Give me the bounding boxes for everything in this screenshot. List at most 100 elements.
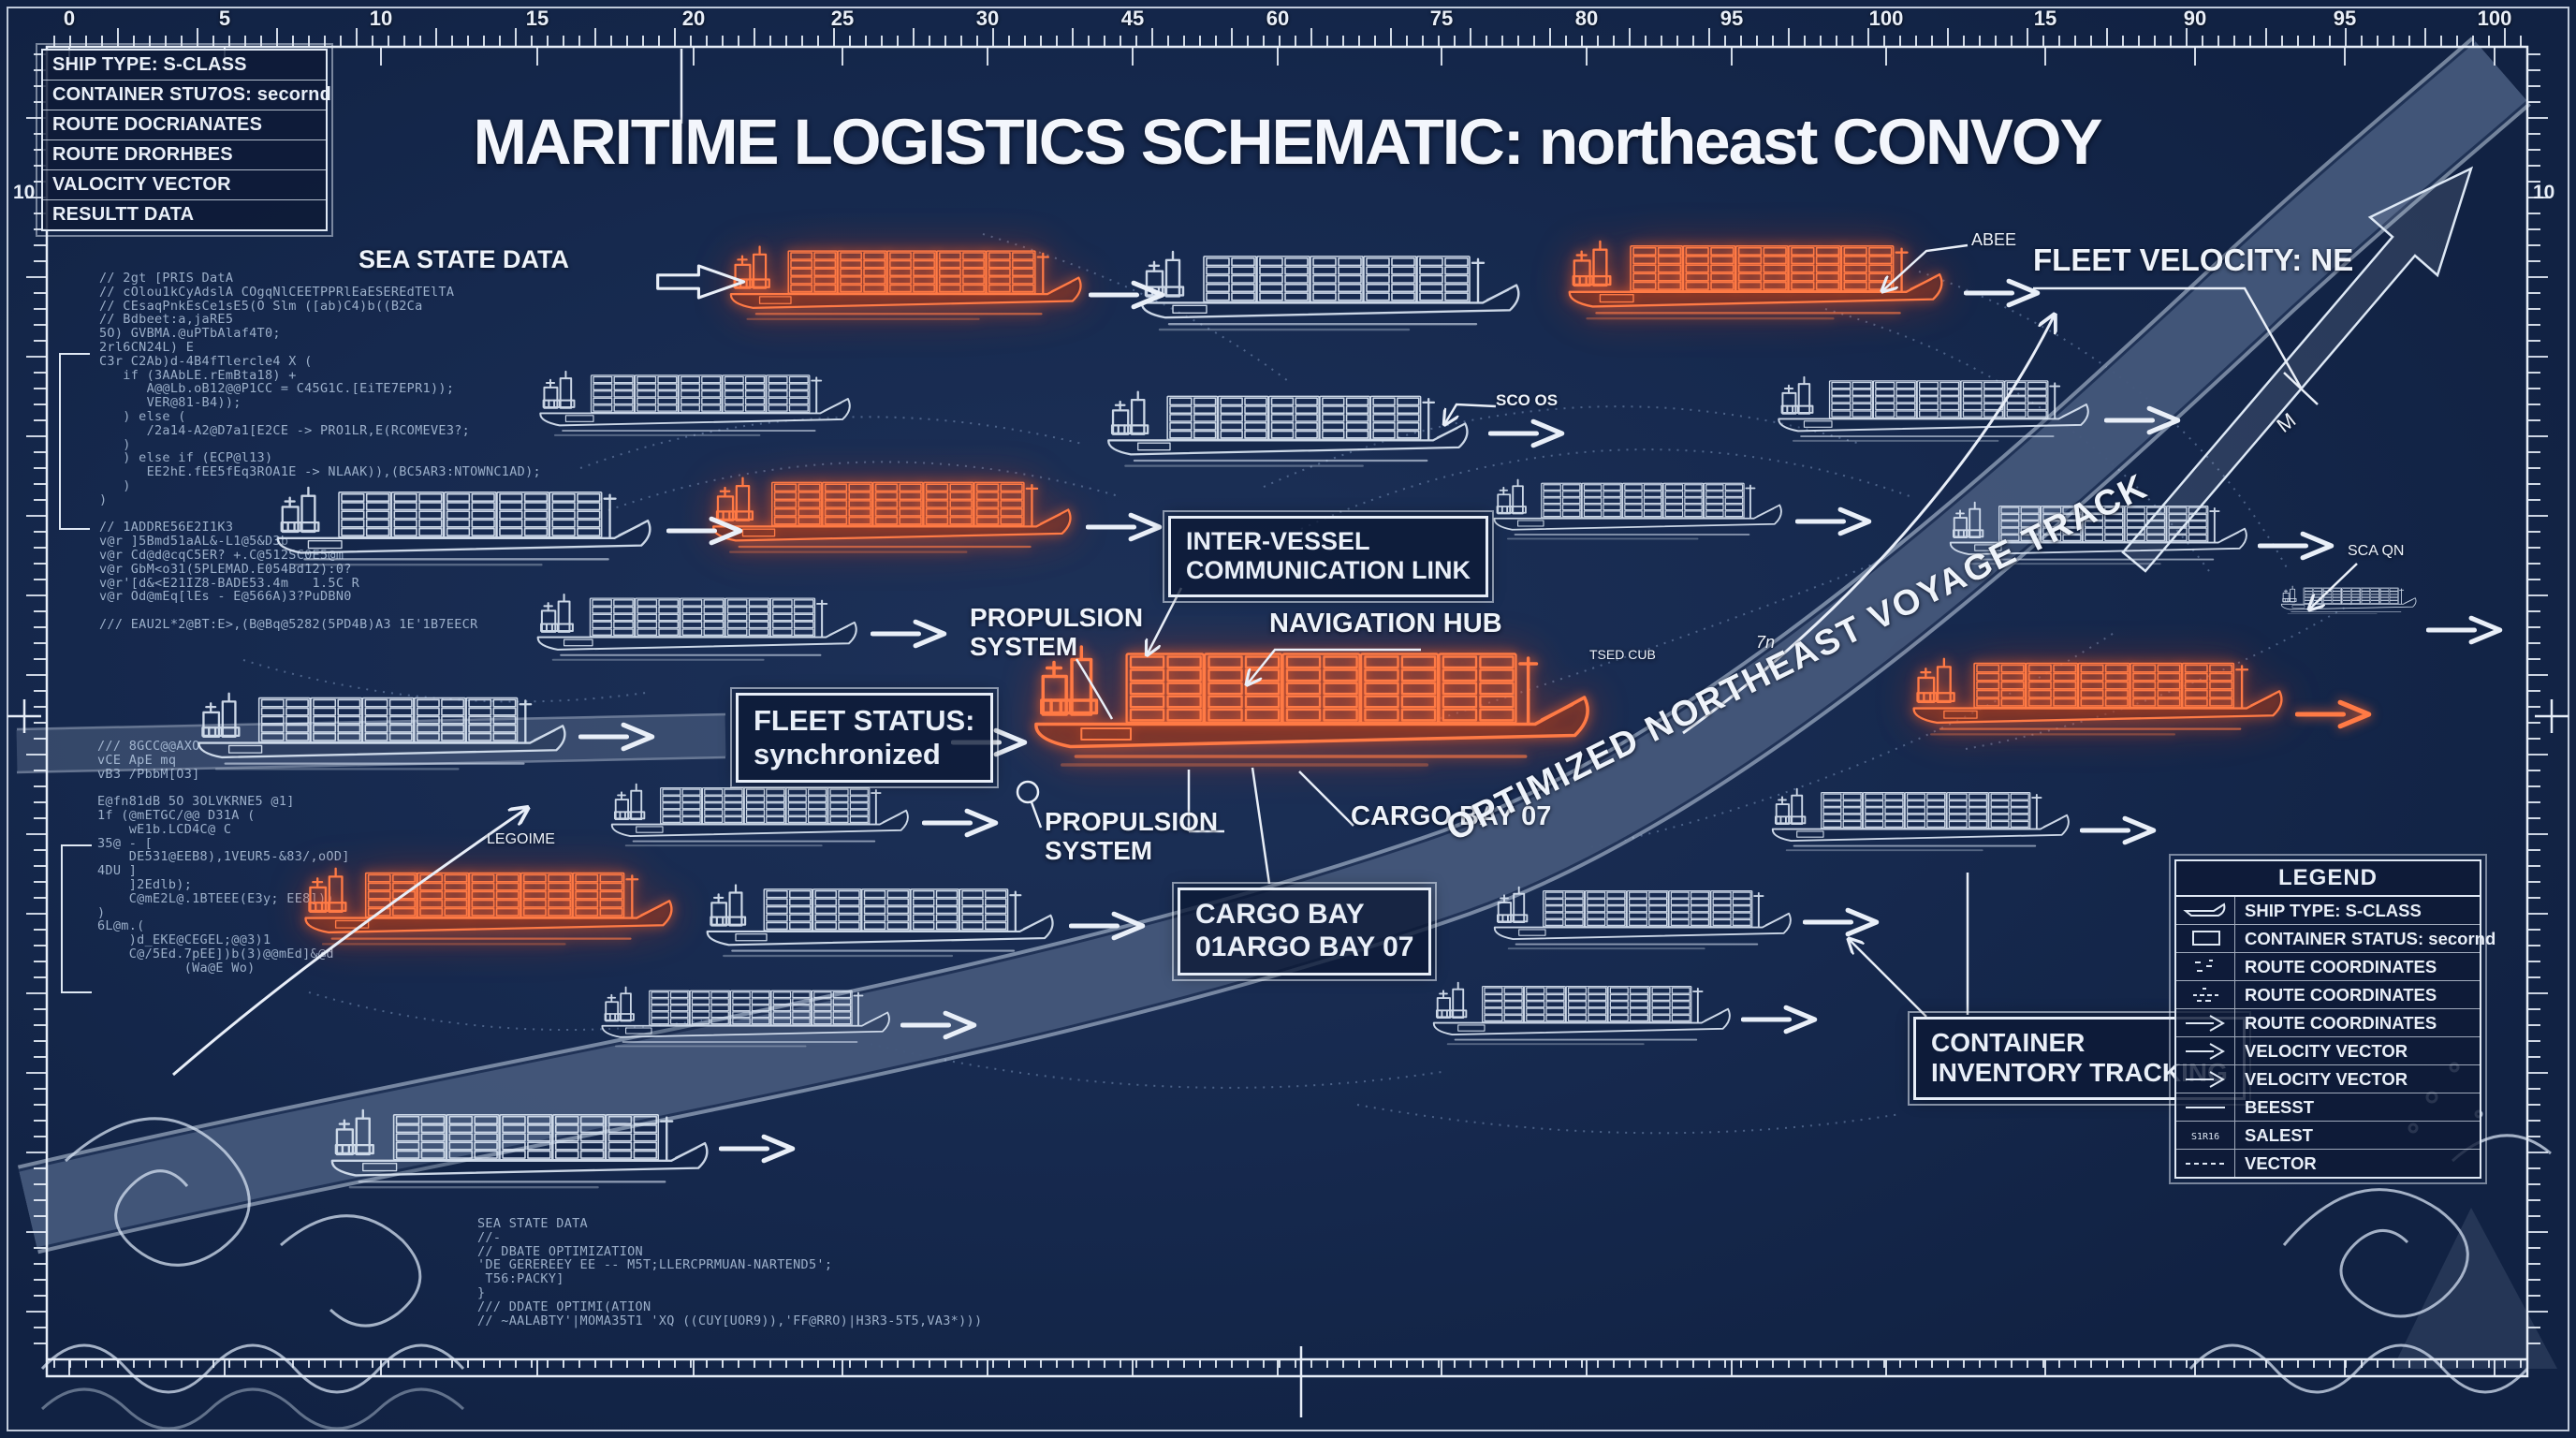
velocity-arrow [1069,910,1149,942]
ruler-number: 90 [2183,7,2207,30]
sca-qn-label: SCA QN [2348,543,2405,559]
ruler-number: 0 [63,7,76,30]
velocity-arrow [1488,418,1569,449]
navigation-hub-label: NAVIGATION HUB [1269,609,1502,638]
cargo-bay-01-box-line: 01ARGO BAY 07 [1195,931,1414,962]
arrow-icon [2176,1037,2235,1064]
legend-row: VELOCITY VECTOR [2176,1064,2480,1093]
arrow-icon [2176,1065,2235,1093]
container-ship-highlighted [1900,653,2284,743]
arrow-icon [2176,1009,2235,1036]
left-ruler-number: 10 [13,182,36,203]
container-ship [592,983,891,1053]
pseudo-code-block-3: SEA STATE DATA //- // DBATE OPTIMIZATION… [477,1216,983,1328]
velocity-arrow [578,721,659,753]
container-ship-highlighted [700,473,1073,561]
ruler-number: 15 [525,7,549,30]
container-ship [1128,246,1521,339]
legend-row: BEESST [2176,1093,2480,1121]
ruler-number: 95 [1720,7,1744,30]
info-box-row: ROUTE DOCRIANATES [43,110,326,139]
ruler-number: 30 [975,7,1000,30]
right-ruler-number: 10 [2533,182,2555,203]
tsed-cub-label: TSED CUB [1589,647,1656,662]
ruler-number: 20 [681,7,706,30]
text-icon: S1R16 [2176,1122,2235,1149]
coords2-icon [2176,981,2235,1008]
inter-vessel-link-box-line: INTER-VESSEL [1186,527,1370,555]
container-ship [1484,883,1793,956]
legend-row-label: ROUTE COORDINATES [2245,956,2437,976]
ruler-number: 5 [218,7,231,30]
legend-row-label: VELOCITY VECTOR [2245,1068,2408,1089]
velocity-arrow [1089,279,1169,311]
velocity-arrow [1795,506,1876,537]
container-ship-highlighted [718,242,1083,328]
pseudo-code-block-1: // 2gt [PRIS DatA // cOlou1kCyAdslA COgq… [99,271,541,632]
legend-row: ROUTE COORDINATES [2176,1008,2480,1036]
svg-text:S1R16: S1R16 [2191,1132,2219,1142]
velocity-arrow-orange [2295,698,2376,730]
legend-title: LEGEND [2176,861,2480,897]
inter-vessel-link-box-line: COMMUNICATION LINK [1186,556,1471,585]
dash-icon [2176,1150,2235,1177]
legend-row-label: SHIP TYPE: S-CLASS [2245,900,2422,920]
legend-row-label: SALEST [2245,1124,2313,1145]
velocity-arrow [1803,906,1883,938]
abee-label: ABEE [1971,230,2017,249]
legend-row-label: BEESST [2245,1096,2315,1117]
page-title: MARITIME LOGISTICS SCHEMATIC: northeast … [473,106,2102,178]
container-ship [1484,476,1783,546]
legend-row-label: VELOCITY VECTOR [2245,1040,2408,1061]
container-ship [264,482,652,574]
container-ship [526,590,858,668]
ruler-number: 10 [369,7,393,30]
legend-row: ROUTE COORDINATES [2176,952,2480,980]
legend-row: VELOCITY VECTOR [2176,1036,2480,1064]
fleet-status-box: FLEET STATUS:synchronized [730,687,999,788]
line-icon [2176,1093,2235,1121]
legend-row: S1R16 SALEST [2176,1121,2480,1149]
container-icon [2176,925,2235,952]
velocity-arrow [1741,1004,1822,1035]
container-ship-highlighted [292,863,674,953]
sco-os-label: SCO OS [1496,391,1559,409]
ship-icon [2176,897,2235,924]
velocity-arrow [1964,277,2044,309]
ruler-number: 75 [1429,7,1454,30]
legoime-label: LEGOIME [487,831,555,847]
container-ship [318,1105,710,1196]
legend-row-label: ROUTE COORDINATES [2245,984,2437,1005]
ruler-number: 100 [1868,7,1904,30]
velocity-arrow [2426,614,2507,646]
legend-row: ROUTE COORDINATES [2176,980,2480,1008]
info-box-row: SHIP TYPE: S-CLASS [52,54,247,75]
legend-row-label: VECTOR [2245,1152,2317,1173]
container-ship [1762,785,2071,858]
info-box-row: RESULTT DATA [43,199,326,229]
velocity-arrow [1086,511,1166,543]
ruler-number: 60 [1266,7,1290,30]
velocity-arrow [871,618,951,650]
info-box-row: ROUTE DRORHBES [43,139,326,169]
velocity-arrow [2104,404,2185,436]
propulsion-system-top-label: PROPULSION SYSTEM [970,603,1144,662]
velocity-arrow [666,515,747,547]
sea-state-data-label: SEA STATE DATA [359,245,569,273]
legend-row: VECTOR [2176,1149,2480,1177]
fleet-status-box-line: synchronized [754,737,941,770]
container-ship [695,880,1055,964]
cargo-bay-01-box-line: CARGO BAY [1195,899,1365,930]
container-ship [1423,978,1732,1051]
legend-box: LEGEND SHIP TYPE: S-CLASS CONTAINER STATU… [2169,854,2496,1184]
ruler-number: 45 [1120,7,1145,30]
container-ship [601,780,910,853]
velocity-arrow [2080,814,2160,846]
block-arrow [655,262,749,301]
container-ship [185,688,567,778]
legend-row: CONTAINER STATUS: secornd [2176,924,2496,952]
fleet-status-box-line: FLEET STATUS: [754,704,975,737]
velocity-arrow [2258,530,2338,562]
